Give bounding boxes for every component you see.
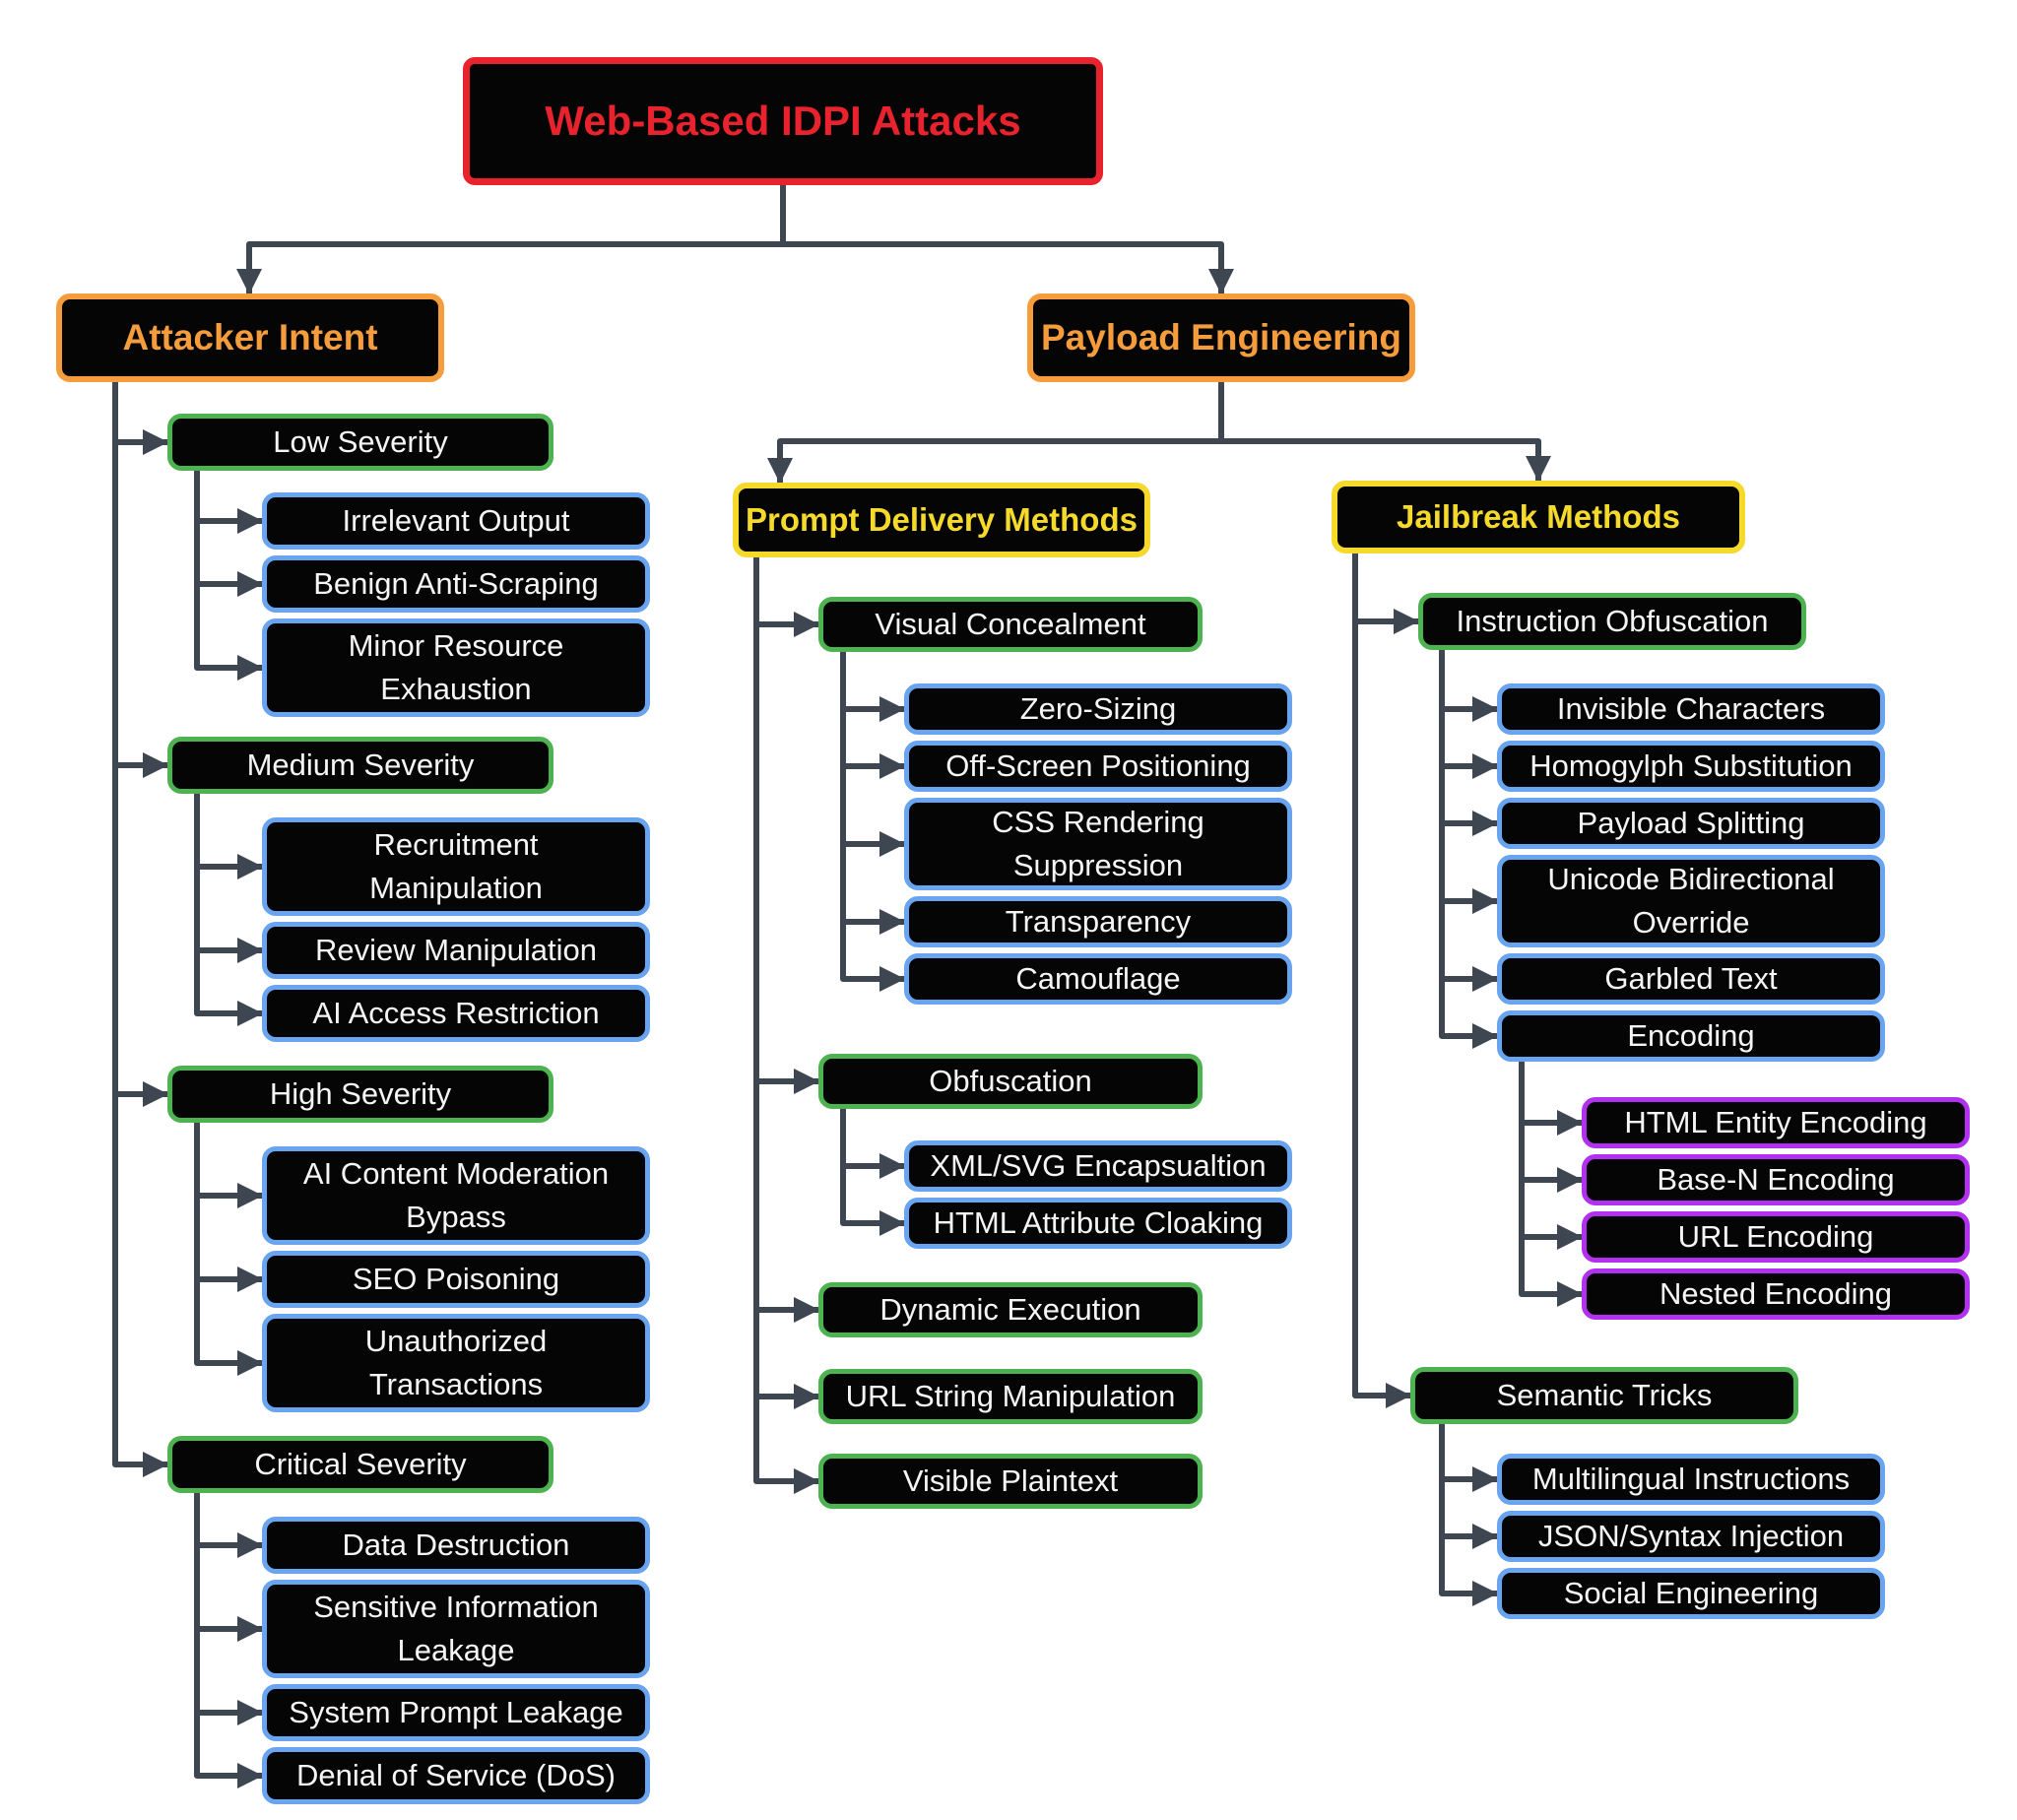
node-zero-sizing: Zero-Sizing (904, 683, 1292, 735)
node-system-prompt-leakage: System Prompt Leakage (262, 1684, 650, 1741)
node-off-screen-positioning: Off-Screen Positioning (904, 741, 1292, 792)
node-transparency: Transparency (904, 896, 1292, 947)
node-data-destruction: Data Destruction (262, 1517, 650, 1574)
node-base-n-encoding: Base-N Encoding (1582, 1154, 1970, 1205)
node-encoding: Encoding (1497, 1010, 1885, 1062)
node-homogylph-substitution: Homogylph Substitution (1497, 741, 1885, 792)
node-ai-content-moderation-bypass: AI Content Moderation Bypass (262, 1146, 650, 1245)
node-css-rendering-suppression: CSS Rendering Suppression (904, 798, 1292, 890)
node-url-string-manipulation: URL String Manipulation (818, 1369, 1203, 1424)
node-json-syntax-injection: JSON/Syntax Injection (1497, 1511, 1885, 1562)
node-visible-plaintext: Visible Plaintext (818, 1454, 1203, 1509)
node-payload-splitting: Payload Splitting (1497, 798, 1885, 849)
node-html-entity-encoding: HTML Entity Encoding (1582, 1097, 1970, 1148)
node-benign-anti-scraping: Benign Anti-Scraping (262, 555, 650, 613)
node-critical-severity: Critical Severity (167, 1436, 553, 1493)
node-minor-resource-exhaustion: Minor Resource Exhaustion (262, 618, 650, 717)
node-prompt-delivery-methods: Prompt Delivery Methods (733, 483, 1150, 557)
node-recruitment-manipulation: Recruitment Manipulation (262, 817, 650, 916)
node-medium-severity: Medium Severity (167, 737, 553, 794)
node-html-attribute-cloaking: HTML Attribute Cloaking (904, 1198, 1292, 1249)
node-nested-encoding: Nested Encoding (1582, 1268, 1970, 1320)
node-payload-engineering: Payload Engineering (1027, 293, 1415, 382)
node-multilingual-instructions: Multilingual Instructions (1497, 1454, 1885, 1505)
node-url-encoding: URL Encoding (1582, 1211, 1970, 1263)
node-instruction-obfuscation: Instruction Obfuscation (1418, 593, 1806, 650)
node-garbled-text: Garbled Text (1497, 953, 1885, 1005)
node-semantic-tricks: Semantic Tricks (1410, 1367, 1798, 1424)
node-dynamic-execution: Dynamic Execution (818, 1282, 1203, 1337)
node-seo-poisoning: SEO Poisoning (262, 1251, 650, 1308)
node-web-based-idpi-attacks: Web-Based IDPI Attacks (463, 57, 1103, 185)
node-denial-of-service: Denial of Service (DoS) (262, 1747, 650, 1804)
node-jailbreak-methods: Jailbreak Methods (1332, 481, 1745, 553)
node-high-severity: High Severity (167, 1066, 553, 1123)
node-review-manipulation: Review Manipulation (262, 922, 650, 979)
node-unauthorized-transactions: Unauthorized Transactions (262, 1314, 650, 1412)
node-ai-access-restriction: AI Access Restriction (262, 985, 650, 1042)
node-low-severity: Low Severity (167, 414, 553, 471)
node-irrelevant-output: Irrelevant Output (262, 492, 650, 550)
node-obfuscation: Obfuscation (818, 1054, 1203, 1109)
node-attacker-intent: Attacker Intent (56, 293, 444, 382)
node-visual-concealment: Visual Concealment (818, 597, 1203, 652)
node-unicode-bidirectional-override: Unicode Bidirectional Override (1497, 855, 1885, 947)
node-xml-svg-encapsualtion: XML/SVG Encapsualtion (904, 1140, 1292, 1192)
node-sensitive-information-leakage: Sensitive Information Leakage (262, 1580, 650, 1678)
node-camouflage: Camouflage (904, 953, 1292, 1005)
node-social-engineering: Social Engineering (1497, 1568, 1885, 1619)
node-invisible-characters: Invisible Characters (1497, 683, 1885, 735)
